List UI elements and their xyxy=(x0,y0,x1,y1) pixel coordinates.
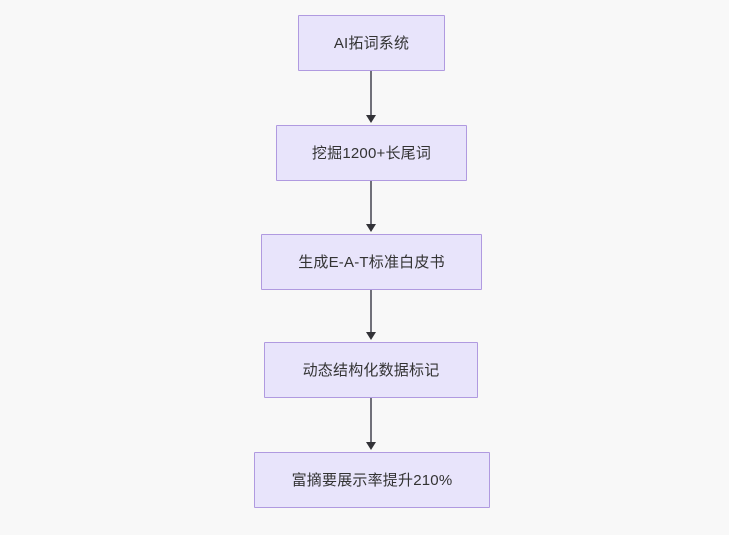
arrow-head-icon xyxy=(366,224,376,232)
flow-node-label: 生成E-A-T标准白皮书 xyxy=(298,253,445,271)
arrow-head-icon xyxy=(366,115,376,123)
flow-node-label: AI拓词系统 xyxy=(333,34,410,52)
arrow-head-icon xyxy=(366,442,376,450)
flow-node-dynamic-structured-data-markup[interactable]: 动态结构化数据标记 xyxy=(264,342,478,398)
flow-edge-3 xyxy=(370,290,372,334)
flow-edge-2 xyxy=(370,181,372,226)
flow-node-label: 挖掘1200+长尾词 xyxy=(311,144,432,162)
arrow-head-icon xyxy=(366,332,376,340)
flow-edge-1 xyxy=(370,71,372,117)
flow-node-label: 动态结构化数据标记 xyxy=(302,361,440,379)
flow-node-label: 富摘要展示率提升210% xyxy=(291,471,453,489)
flow-edge-4 xyxy=(370,398,372,444)
flow-node-mine-longtail-keywords[interactable]: 挖掘1200+长尾词 xyxy=(276,125,467,181)
flow-node-rich-snippet-impression-uplift[interactable]: 富摘要展示率提升210% xyxy=(254,452,490,508)
flow-node-ai-keyword-system[interactable]: AI拓词系统 xyxy=(298,15,445,71)
flow-node-generate-eat-whitepaper[interactable]: 生成E-A-T标准白皮书 xyxy=(261,234,482,290)
